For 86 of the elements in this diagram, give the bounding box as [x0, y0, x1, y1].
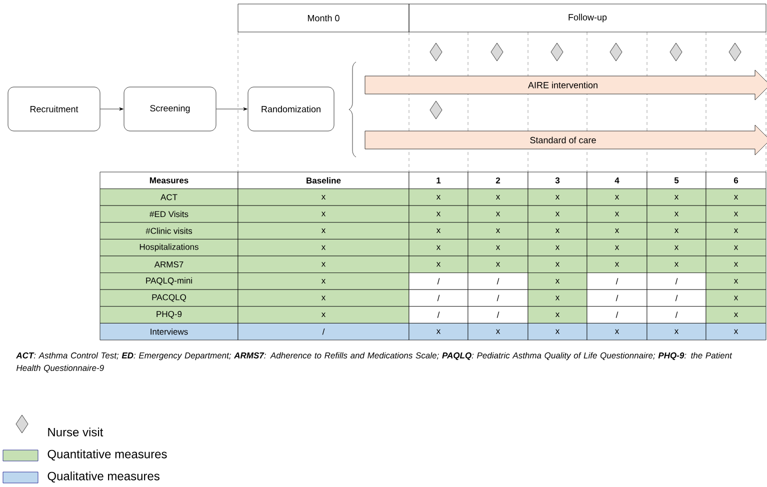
table-cell: x [468, 205, 528, 223]
table-cell: PHQ-9 [100, 306, 238, 324]
caption: ACT: Asthma Control Test; ED: Emergency Department; ARMS7: Adherence to Refills and Medications Scale; PAQLQ: Pediatric Asthma Quality of Life Questionnaire; PHQ-9: the Patient Health Questionnaire-9 [16, 352, 732, 372]
table-cell: x [706, 289, 766, 307]
table-cell: x [468, 222, 528, 240]
table-cell: x [706, 188, 766, 206]
table-cell: 5 [646, 172, 706, 189]
table-cell: x [706, 256, 766, 273]
table-cell: x [528, 289, 588, 307]
table-cell: x [646, 256, 706, 273]
table-cell: / [646, 289, 706, 307]
legend-label: Quantitative measures [48, 450, 167, 460]
table-cell: x [408, 188, 468, 206]
table-cell: / [586, 289, 648, 307]
table-cell: x [586, 205, 648, 223]
table-cell: / [408, 306, 468, 324]
process-box: Screening [124, 86, 216, 132]
table-cell: 4 [586, 172, 648, 189]
table-cell: #Clinic visits [100, 222, 238, 240]
table-cell: x [706, 272, 766, 290]
table-cell: Measures [100, 172, 238, 189]
table-cell: PAQLQ-mini [100, 272, 238, 290]
table-cell: x [586, 188, 648, 206]
table-cell: x [706, 306, 766, 324]
table-cell: x [528, 222, 588, 240]
table-cell: x [646, 205, 706, 223]
table-cell: / [586, 272, 648, 290]
table-cell: x [408, 323, 468, 340]
table-cell: / [468, 289, 528, 307]
table-cell: x [408, 239, 468, 256]
table-cell: x [646, 323, 706, 340]
table-cell: x [528, 323, 588, 340]
table-cell: x [528, 306, 588, 324]
table-cell: x [586, 323, 648, 340]
table-cell: / [408, 289, 468, 307]
table-cell: #ED Visits [100, 205, 238, 223]
table-cell: x [646, 222, 706, 240]
table-cell: / [468, 306, 528, 324]
study-arm-band: Standard of care [364, 124, 767, 156]
arrow [216, 107, 248, 111]
table-cell: x [468, 239, 528, 256]
arrow [100, 107, 124, 111]
table-cell: ARMS7 [100, 256, 238, 273]
table-cell: x [646, 239, 706, 256]
table-cell: x [238, 272, 410, 290]
table-cell: x [586, 256, 648, 273]
table-cell: x [528, 188, 588, 206]
table-cell: ACT [100, 188, 238, 206]
table-cell: x [408, 205, 468, 223]
table-cell: / [468, 272, 528, 290]
legend-label: Qualitative measures [48, 472, 160, 482]
table-cell: x [468, 323, 528, 340]
table-cell: / [646, 306, 706, 324]
table-cell: x [706, 222, 766, 240]
study-arm-band: AIRE intervention [364, 70, 767, 100]
table-cell: x [706, 323, 766, 340]
process-box: Recruitment [8, 86, 100, 132]
table-cell: / [408, 272, 468, 290]
table-cell: 6 [706, 172, 766, 189]
table-cell: x [408, 256, 468, 273]
process-box: Randomization [248, 86, 334, 132]
table-cell: x [528, 256, 588, 273]
table-cell: 2 [468, 172, 528, 189]
table-cell: x [238, 306, 410, 324]
table-cell: x [528, 272, 588, 290]
table-cell: x [706, 205, 766, 223]
table-cell: PACQLQ [100, 289, 238, 307]
table-cell: x [586, 239, 648, 256]
table-cell: Hospitalizations [100, 239, 238, 256]
table-cell: x [528, 205, 588, 223]
table-cell: x [646, 188, 706, 206]
table-cell: x [528, 239, 588, 256]
table-cell: x [408, 222, 468, 240]
legend-label: Nurse visit [48, 428, 104, 436]
table-cell: x [586, 222, 648, 240]
table-cell: x [468, 256, 528, 273]
header-cell: Month 0 [238, 4, 410, 32]
table-cell: x [468, 188, 528, 206]
table-cell: x [238, 289, 410, 307]
table-cell: x [706, 239, 766, 256]
table-cell: / [586, 306, 648, 324]
table-cell: 3 [528, 172, 588, 189]
table-cell: / [646, 272, 706, 290]
table-cell: 1 [408, 172, 468, 189]
table-cell: Interviews [100, 323, 238, 340]
header-cell: Follow-up [408, 4, 766, 32]
